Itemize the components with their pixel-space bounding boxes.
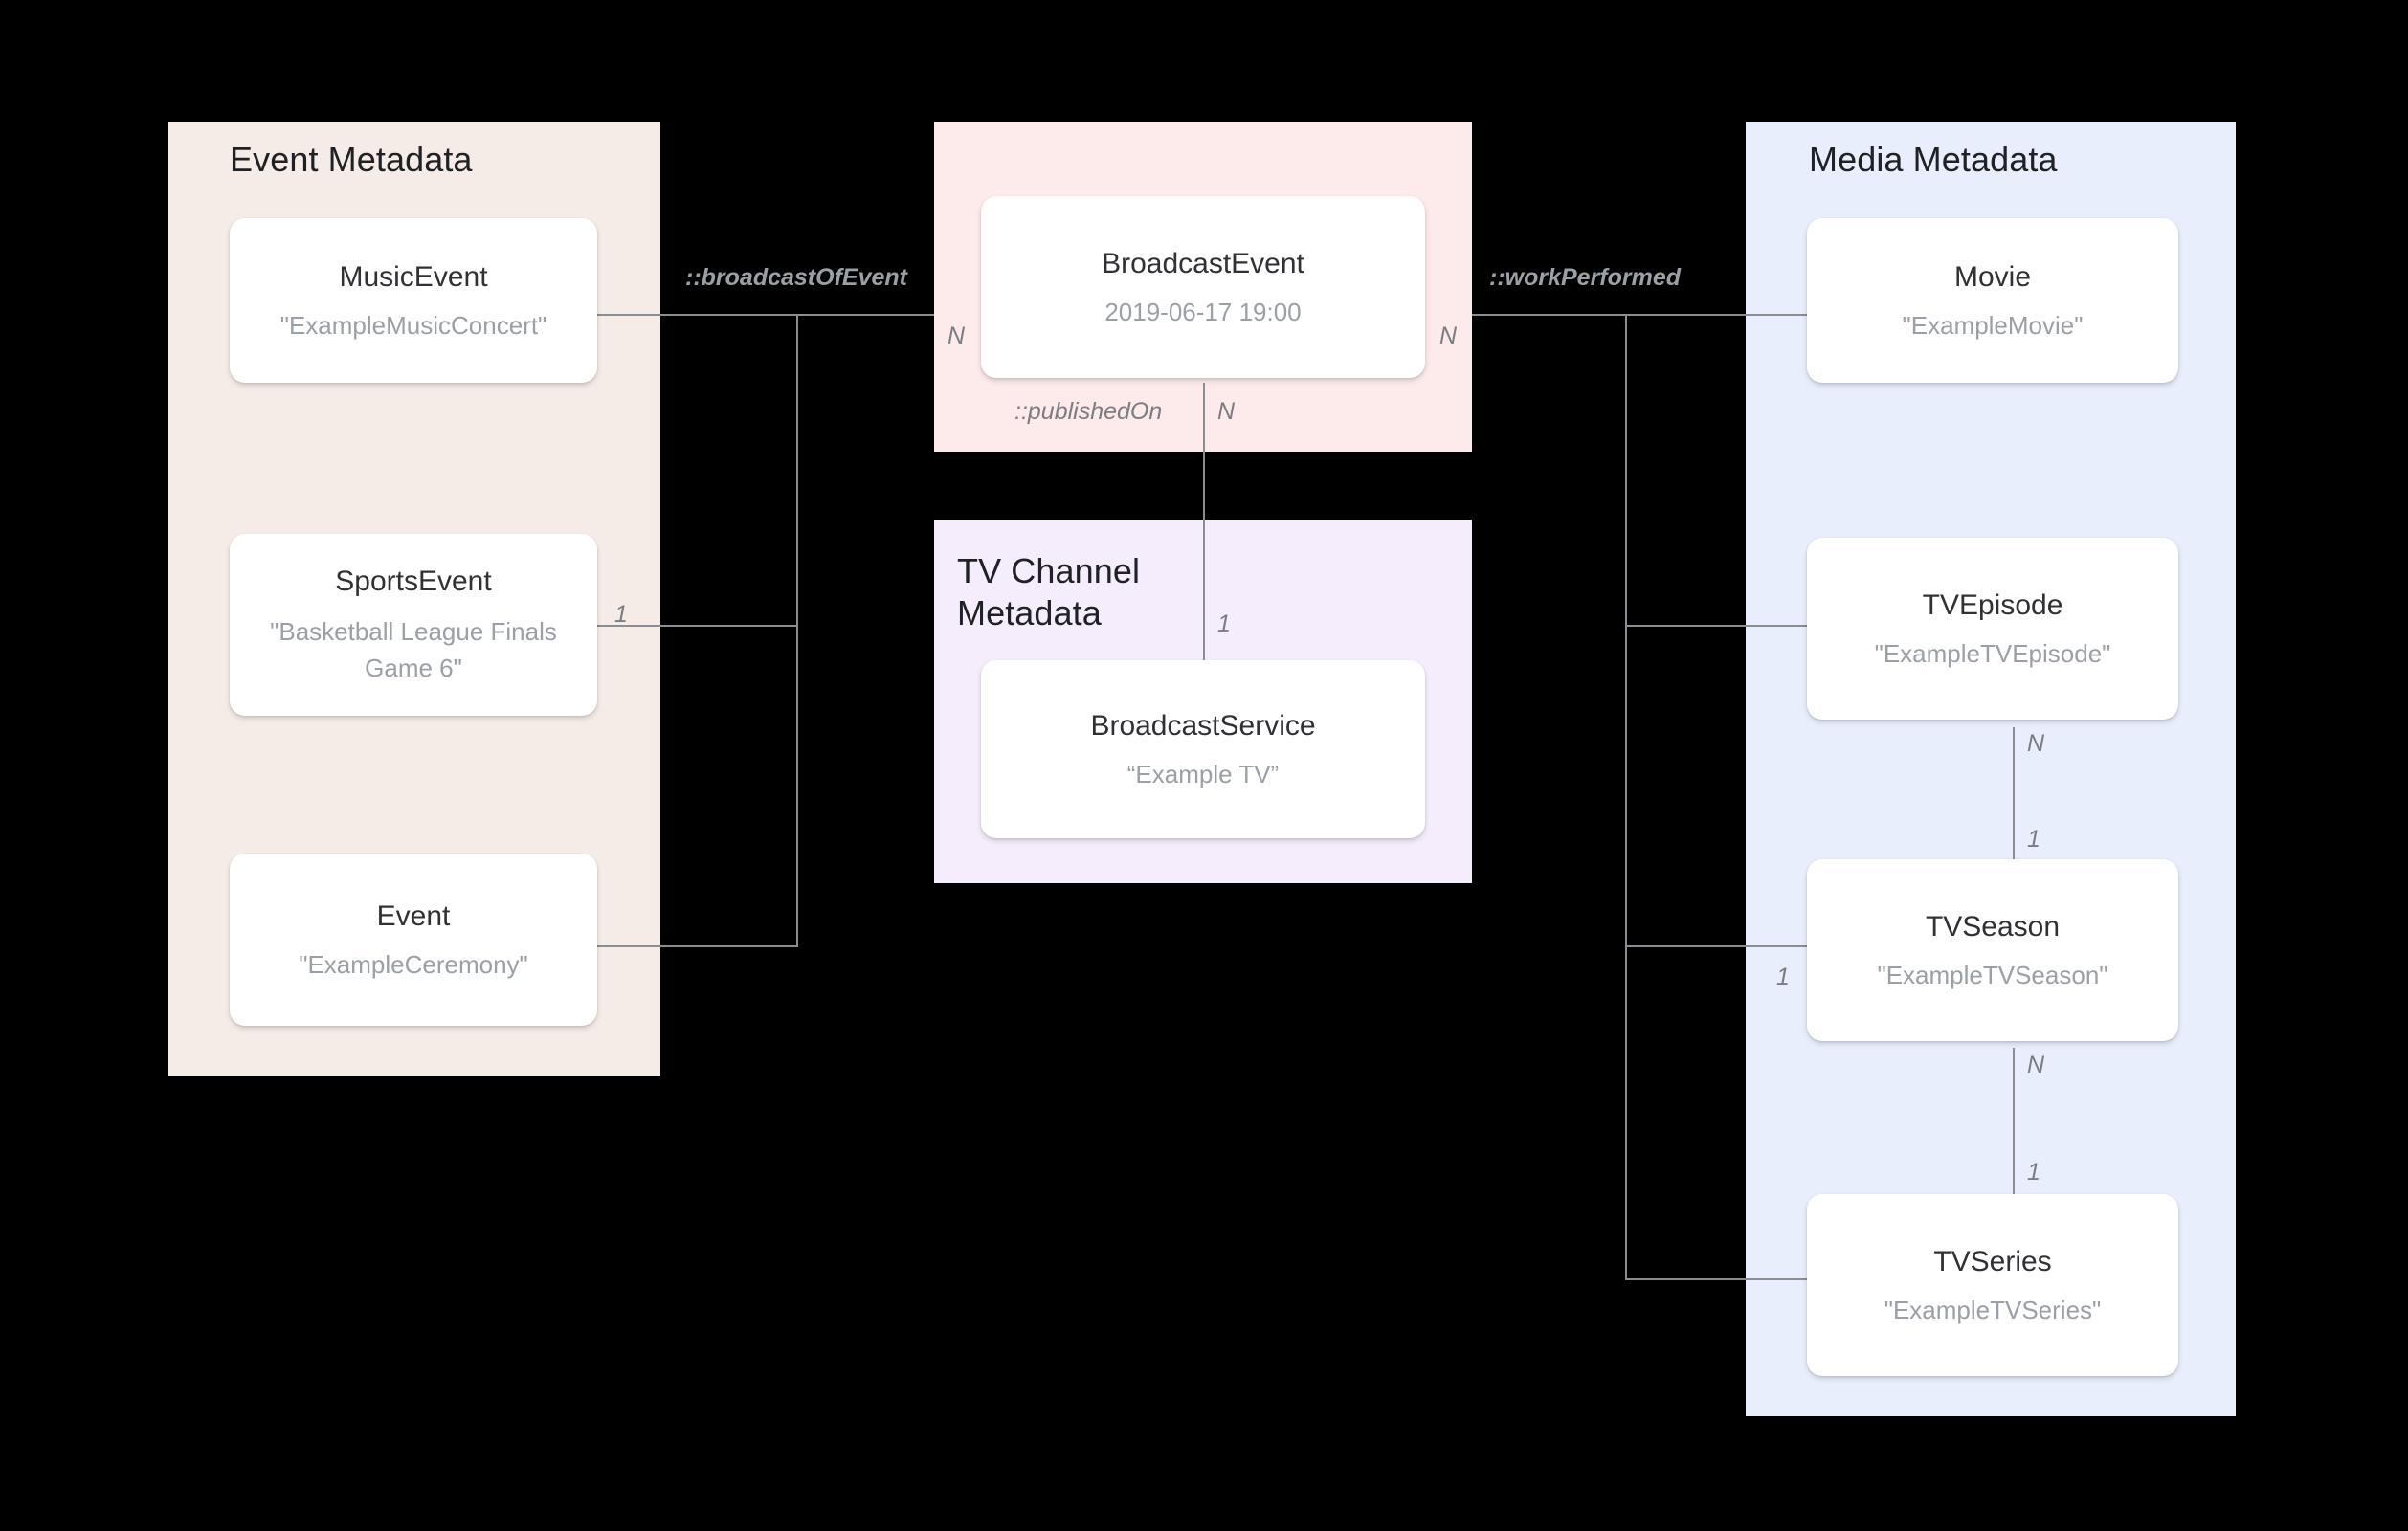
- edge-broadcast-event-to-right-bus: [1472, 314, 1625, 316]
- node-sports-event[interactable]: SportsEvent "Basketball League Finals Ga…: [230, 534, 597, 716]
- node-broadcast-event-value: 2019-06-17 19:00: [1104, 298, 1302, 326]
- node-event-value: "ExampleCeremony": [299, 950, 528, 979]
- cardinality-tv-season-n: N: [2027, 1052, 2045, 1078]
- edge-tv-episode-to-tv-season: [2013, 727, 2015, 919]
- node-music-event[interactable]: MusicEvent "ExampleMusicConcert": [230, 218, 597, 383]
- node-broadcast-event-type: BroadcastEvent: [1102, 248, 1304, 279]
- cardinality-broadcast-event-right-n: N: [1439, 322, 1458, 349]
- edge-bus-to-broadcast-event: [796, 314, 934, 316]
- node-music-event-type: MusicEvent: [339, 261, 488, 293]
- cardinality-tv-series-one: 1: [2027, 1159, 2040, 1186]
- edge-bus-to-tv-series: [1625, 1278, 1807, 1280]
- node-tv-series-value: "ExampleTVSeries": [1884, 1296, 2102, 1324]
- node-tv-episode-value: "ExampleTVEpisode": [1874, 639, 2111, 668]
- edge-bus-to-movie: [1625, 314, 1807, 316]
- node-sports-event-type: SportsEvent: [335, 566, 492, 597]
- edge-music-event-to-bus: [593, 314, 796, 316]
- node-broadcast-service[interactable]: BroadcastService “Example TV”: [981, 660, 1425, 838]
- cardinality-tv-season-one-from-episode: 1: [2027, 826, 2040, 853]
- node-broadcast-service-value: “Example TV”: [1126, 760, 1280, 788]
- edge-label-broadcast-of-event: ::broadcastOfEvent: [685, 264, 907, 291]
- edge-sports-event-to-bus: [593, 625, 798, 627]
- node-movie[interactable]: Movie "ExampleMovie": [1807, 218, 2178, 383]
- node-tv-episode[interactable]: TVEpisode "ExampleTVEpisode": [1807, 538, 2178, 720]
- node-music-event-value: "ExampleMusicConcert": [279, 311, 547, 340]
- cardinality-tv-season-one-left: 1: [1776, 964, 1790, 990]
- edge-tv-season-to-tv-series: [2013, 1048, 2015, 1239]
- edge-event-to-bus: [593, 945, 798, 947]
- cardinality-broadcast-service-one: 1: [1217, 610, 1231, 637]
- edge-vertical-bus-left-outer: [796, 314, 798, 947]
- node-sports-event-value: "Basketball League Finals Game 6": [270, 617, 557, 682]
- cardinality-published-on-n: N: [1217, 398, 1236, 425]
- node-tv-series[interactable]: TVSeries "ExampleTVSeries": [1807, 1194, 2178, 1376]
- node-movie-type: Movie: [1953, 261, 2032, 293]
- cardinality-tv-episode-n: N: [2027, 730, 2045, 757]
- edge-bus-to-tv-season: [1625, 945, 1807, 947]
- edge-label-work-performed: ::workPerformed: [1489, 264, 1682, 291]
- node-event[interactable]: Event "ExampleCeremony": [230, 854, 597, 1026]
- edge-published-on: [1203, 383, 1205, 660]
- node-movie-value: "ExampleMovie": [1902, 311, 2084, 340]
- group-title-event-metadata: Event Metadata: [230, 140, 473, 179]
- edge-bus-to-tv-episode: [1625, 625, 1807, 627]
- node-event-type: Event: [376, 900, 451, 932]
- node-tv-season-type: TVSeason: [1925, 911, 2061, 943]
- node-tv-series-type: TVSeries: [1933, 1246, 2052, 1277]
- cardinality-sports-event-one: 1: [614, 601, 628, 628]
- node-tv-season-value: "ExampleTVSeason": [1877, 961, 2108, 989]
- edge-vertical-bus-right-outer: [1625, 314, 1627, 1278]
- edge-label-published-on: ::publishedOn: [1014, 398, 1163, 425]
- node-tv-season[interactable]: TVSeason "ExampleTVSeason": [1807, 859, 2178, 1041]
- group-title-media-metadata: Media Metadata: [1809, 140, 2058, 179]
- node-tv-episode-type: TVEpisode: [1922, 589, 2063, 621]
- node-broadcast-event[interactable]: BroadcastEvent 2019-06-17 19:00: [981, 196, 1425, 378]
- group-title-tv-channel-metadata: TV Channel Metadata: [957, 551, 1141, 632]
- cardinality-broadcast-event-left-n: N: [948, 322, 966, 349]
- node-broadcast-service-type: BroadcastService: [1090, 710, 1316, 742]
